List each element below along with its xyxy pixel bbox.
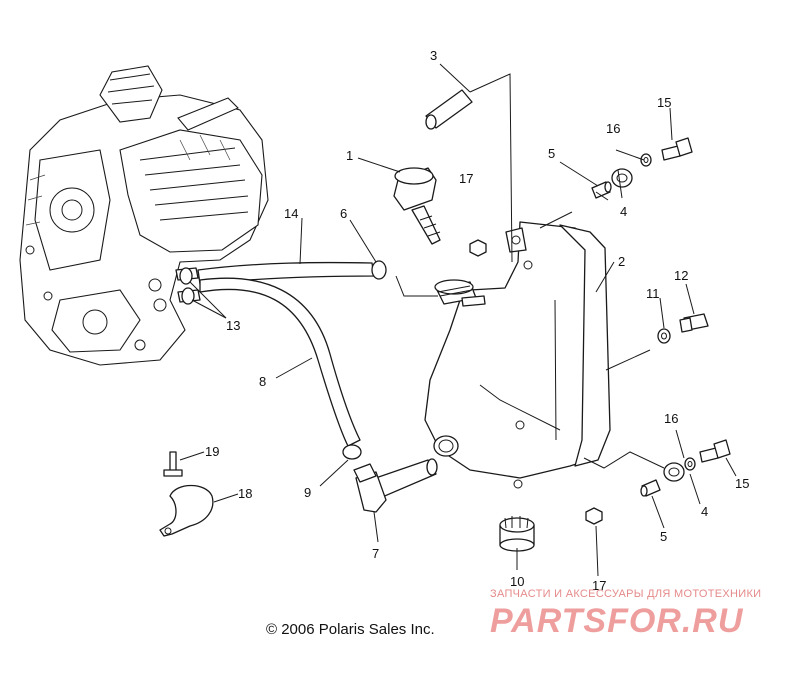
- callout-1: 1: [346, 148, 353, 163]
- clamp-18: [159, 484, 214, 537]
- callout-14: 14: [284, 206, 298, 221]
- engine-assembly: [19, 65, 269, 366]
- callout-13: 13: [226, 318, 240, 333]
- callout-4-upper: 4: [620, 204, 627, 219]
- fitting-12: [679, 313, 709, 333]
- callout-2: 2: [618, 254, 625, 269]
- callout-5-upper: 5: [548, 146, 555, 161]
- callout-15-upper: 15: [657, 95, 671, 110]
- callout-7: 7: [372, 546, 379, 561]
- vent-tube: [425, 89, 473, 130]
- elbow-fitting: [353, 458, 438, 513]
- washer-16-lower: [684, 457, 696, 471]
- watermark-tagline: ЗАПЧАСТИ И АКСЕССУАРЫ ДЛЯ МОТОТЕХНИКИ: [490, 588, 761, 600]
- callout-6: 6: [340, 206, 347, 221]
- callout-8: 8: [259, 374, 266, 389]
- clamp-6: [371, 260, 387, 280]
- grommet-4-lower: [663, 462, 685, 482]
- hose-8: [199, 277, 361, 447]
- callout-9: 9: [304, 485, 311, 500]
- watermark-logo: PARTSFOR.RU: [490, 602, 744, 640]
- callout-17-upper: 17: [459, 171, 473, 186]
- clamp-9: [342, 444, 362, 460]
- callout-16-lower: 16: [664, 411, 678, 426]
- callout-12: 12: [674, 268, 688, 283]
- bolt-15-upper: [661, 137, 693, 161]
- callout-4-lower: 4: [701, 504, 708, 519]
- bushing-5-upper: [591, 181, 612, 199]
- callout-10: 10: [510, 574, 524, 589]
- callout-numbers: 1 2 3 4 4 5 5 6 7 8 9 10 11 12 13 14 15 …: [205, 48, 749, 593]
- washer-16-upper: [640, 153, 652, 167]
- watermark: ЗАПЧАСТИ И АКСЕССУАРЫ ДЛЯ МОТОТЕХНИКИ PA…: [490, 588, 761, 640]
- nut-17-upper: [469, 239, 487, 257]
- grommet-10: [499, 516, 535, 552]
- callout-16-upper: 16: [606, 121, 620, 136]
- leader-lines: [179, 63, 737, 577]
- callout-19: 19: [205, 444, 219, 459]
- clamp-13-lower: [181, 287, 195, 305]
- filler-cap: [393, 167, 441, 245]
- callout-18: 18: [238, 486, 252, 501]
- copyright-notice: © 2006 Polaris Sales Inc.: [266, 621, 435, 638]
- callout-11: 11: [646, 286, 660, 301]
- grommet-4-upper: [611, 168, 633, 188]
- washer-11: [657, 328, 671, 344]
- callout-15-lower: 15: [735, 476, 749, 491]
- callout-17-lower: 17: [592, 578, 606, 593]
- nut-17-lower: [585, 507, 603, 525]
- bolt-15-lower: [699, 439, 731, 463]
- oil-tank: [424, 221, 611, 489]
- callout-3: 3: [430, 48, 437, 63]
- clamp-13-upper: [179, 267, 193, 285]
- rivet-19: [163, 451, 183, 477]
- callout-5-lower: 5: [660, 529, 667, 544]
- bushing-5-lower: [640, 479, 661, 497]
